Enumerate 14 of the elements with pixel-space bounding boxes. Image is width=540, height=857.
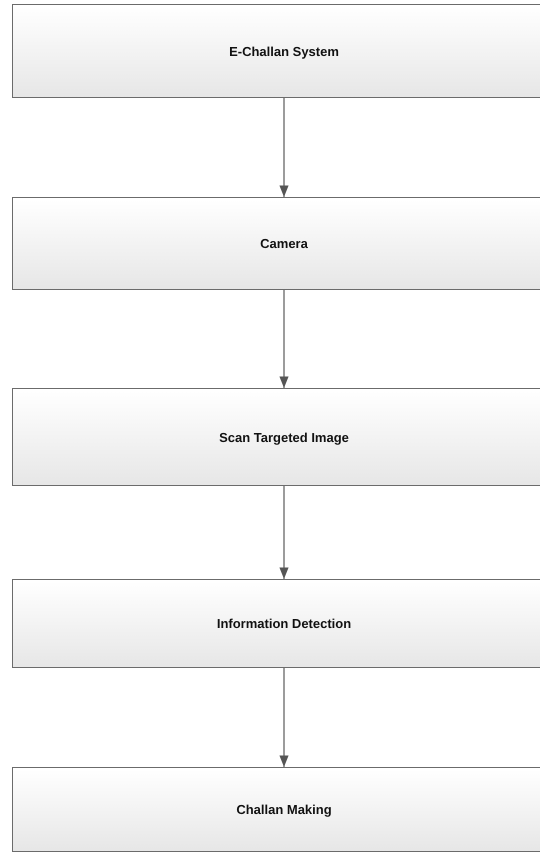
- box-label: Challan Making: [236, 802, 332, 817]
- box-label: E-Challan System: [229, 44, 339, 58]
- process-box: [12, 4, 540, 98]
- box-label: Information Detection: [216, 616, 352, 631]
- process-box: [12, 767, 540, 852]
- arrow: [279, 486, 289, 579]
- process-box: [12, 197, 540, 290]
- arrow: [279, 290, 289, 388]
- box-label: Scan Targeted Image: [219, 430, 349, 444]
- process-box: [12, 388, 540, 486]
- process-box: [12, 579, 540, 668]
- arrow: [279, 668, 289, 767]
- box-label: Camera: [260, 236, 308, 251]
- arrow: [279, 98, 289, 197]
